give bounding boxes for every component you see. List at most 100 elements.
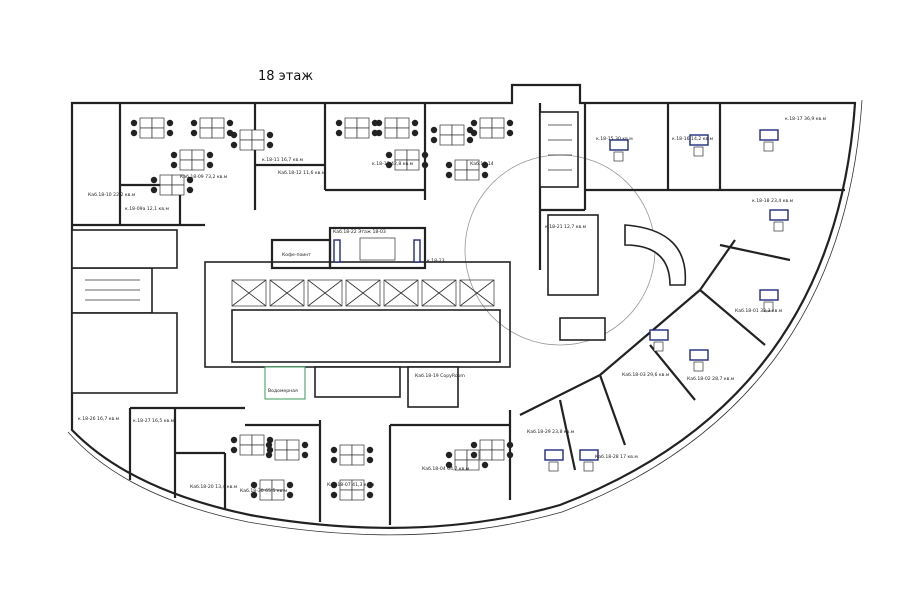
chair xyxy=(421,151,429,159)
room-label: Водомерная xyxy=(268,388,298,394)
desk xyxy=(179,159,193,171)
desk xyxy=(406,159,420,171)
desk xyxy=(491,117,505,129)
room-label: Кофе-поинт xyxy=(282,252,311,258)
room-label: Каб.18-30 65,5 кв.м xyxy=(240,488,288,494)
desk xyxy=(479,439,493,451)
desk xyxy=(451,134,465,146)
chair xyxy=(301,441,309,449)
room-label: Каб.18-20 13,4 кв.м xyxy=(190,484,238,490)
room-label: Каб.18-10 22,2 кв.м xyxy=(88,192,136,198)
desk xyxy=(479,117,493,129)
desk xyxy=(211,117,225,129)
chair xyxy=(506,451,514,459)
blue-desk xyxy=(544,449,564,461)
room-label: Каб.18-04 64,7 кв.м xyxy=(422,466,470,472)
chair xyxy=(230,446,238,454)
room-label: Каб.18-28 17 кв.м xyxy=(595,454,638,460)
desk xyxy=(351,454,365,466)
desk xyxy=(286,449,300,461)
desk xyxy=(479,127,493,139)
conference-table xyxy=(359,237,396,261)
elevator-cross xyxy=(269,279,305,307)
desk xyxy=(466,169,480,181)
desk xyxy=(211,127,225,139)
chair xyxy=(445,451,453,459)
chair xyxy=(421,161,429,169)
armchair xyxy=(613,151,624,162)
desk xyxy=(191,159,205,171)
chair xyxy=(445,171,453,179)
chair xyxy=(130,119,138,127)
desk xyxy=(159,174,173,186)
bottom-partitions xyxy=(128,366,512,525)
desk xyxy=(351,489,365,501)
desk xyxy=(199,127,213,139)
chair xyxy=(506,129,514,137)
desk xyxy=(171,184,185,196)
desk xyxy=(491,449,505,461)
room-label: к.18-09а 12,1 кв.м xyxy=(125,206,169,212)
right-stair xyxy=(539,111,579,188)
desk xyxy=(439,124,453,136)
desk xyxy=(199,117,213,129)
desk xyxy=(339,489,353,501)
chair xyxy=(266,141,274,149)
building-outline xyxy=(70,83,857,529)
chair xyxy=(230,436,238,444)
chair xyxy=(166,119,174,127)
blue-desk xyxy=(649,329,669,341)
room-label: Каб.18-29 23,8 кв.м xyxy=(527,429,575,435)
chair xyxy=(250,491,258,499)
desk xyxy=(339,444,353,456)
left-stair xyxy=(71,229,178,394)
chair xyxy=(366,481,374,489)
chair xyxy=(330,456,338,464)
chair xyxy=(226,119,234,127)
elevator-cross xyxy=(307,279,343,307)
chair xyxy=(250,481,258,489)
desk xyxy=(271,489,285,501)
room-label: Каб.18-03 29,6 кв.м xyxy=(622,372,670,378)
desk xyxy=(274,449,288,461)
room-label: Каб.18-01 32,3 кв.м xyxy=(735,308,783,314)
desk xyxy=(251,434,265,446)
chair xyxy=(445,461,453,469)
chair xyxy=(466,136,474,144)
chair xyxy=(170,161,178,169)
desk xyxy=(239,139,253,151)
desk xyxy=(356,117,370,129)
desk xyxy=(491,127,505,139)
chair xyxy=(206,161,214,169)
chair xyxy=(481,171,489,179)
desk xyxy=(179,149,193,161)
armchair xyxy=(583,461,594,472)
elevator-cross xyxy=(421,279,457,307)
room-label: Каб.18-12 11,6 кв.м xyxy=(278,170,326,176)
desk xyxy=(394,149,408,161)
desk xyxy=(191,149,205,161)
chair xyxy=(266,436,274,444)
chair xyxy=(330,446,338,454)
desk xyxy=(344,117,358,129)
room-label: Каб.18-07 41,3 кв.м xyxy=(327,482,375,488)
chair xyxy=(186,186,194,194)
sofa xyxy=(413,239,421,263)
chair xyxy=(230,131,238,139)
chair xyxy=(186,176,194,184)
chair xyxy=(150,186,158,194)
chair xyxy=(286,481,294,489)
room-label: к.18-23 xyxy=(427,258,445,264)
chair xyxy=(366,456,374,464)
desk xyxy=(356,127,370,139)
room-label: Каб.18-19 CopyRoom xyxy=(415,373,465,379)
chair xyxy=(470,441,478,449)
chair xyxy=(286,491,294,499)
armchair xyxy=(763,141,774,152)
desk xyxy=(251,129,265,141)
chair xyxy=(506,441,514,449)
chair xyxy=(230,141,238,149)
sofa xyxy=(333,239,341,263)
desk xyxy=(384,127,398,139)
chair xyxy=(506,119,514,127)
